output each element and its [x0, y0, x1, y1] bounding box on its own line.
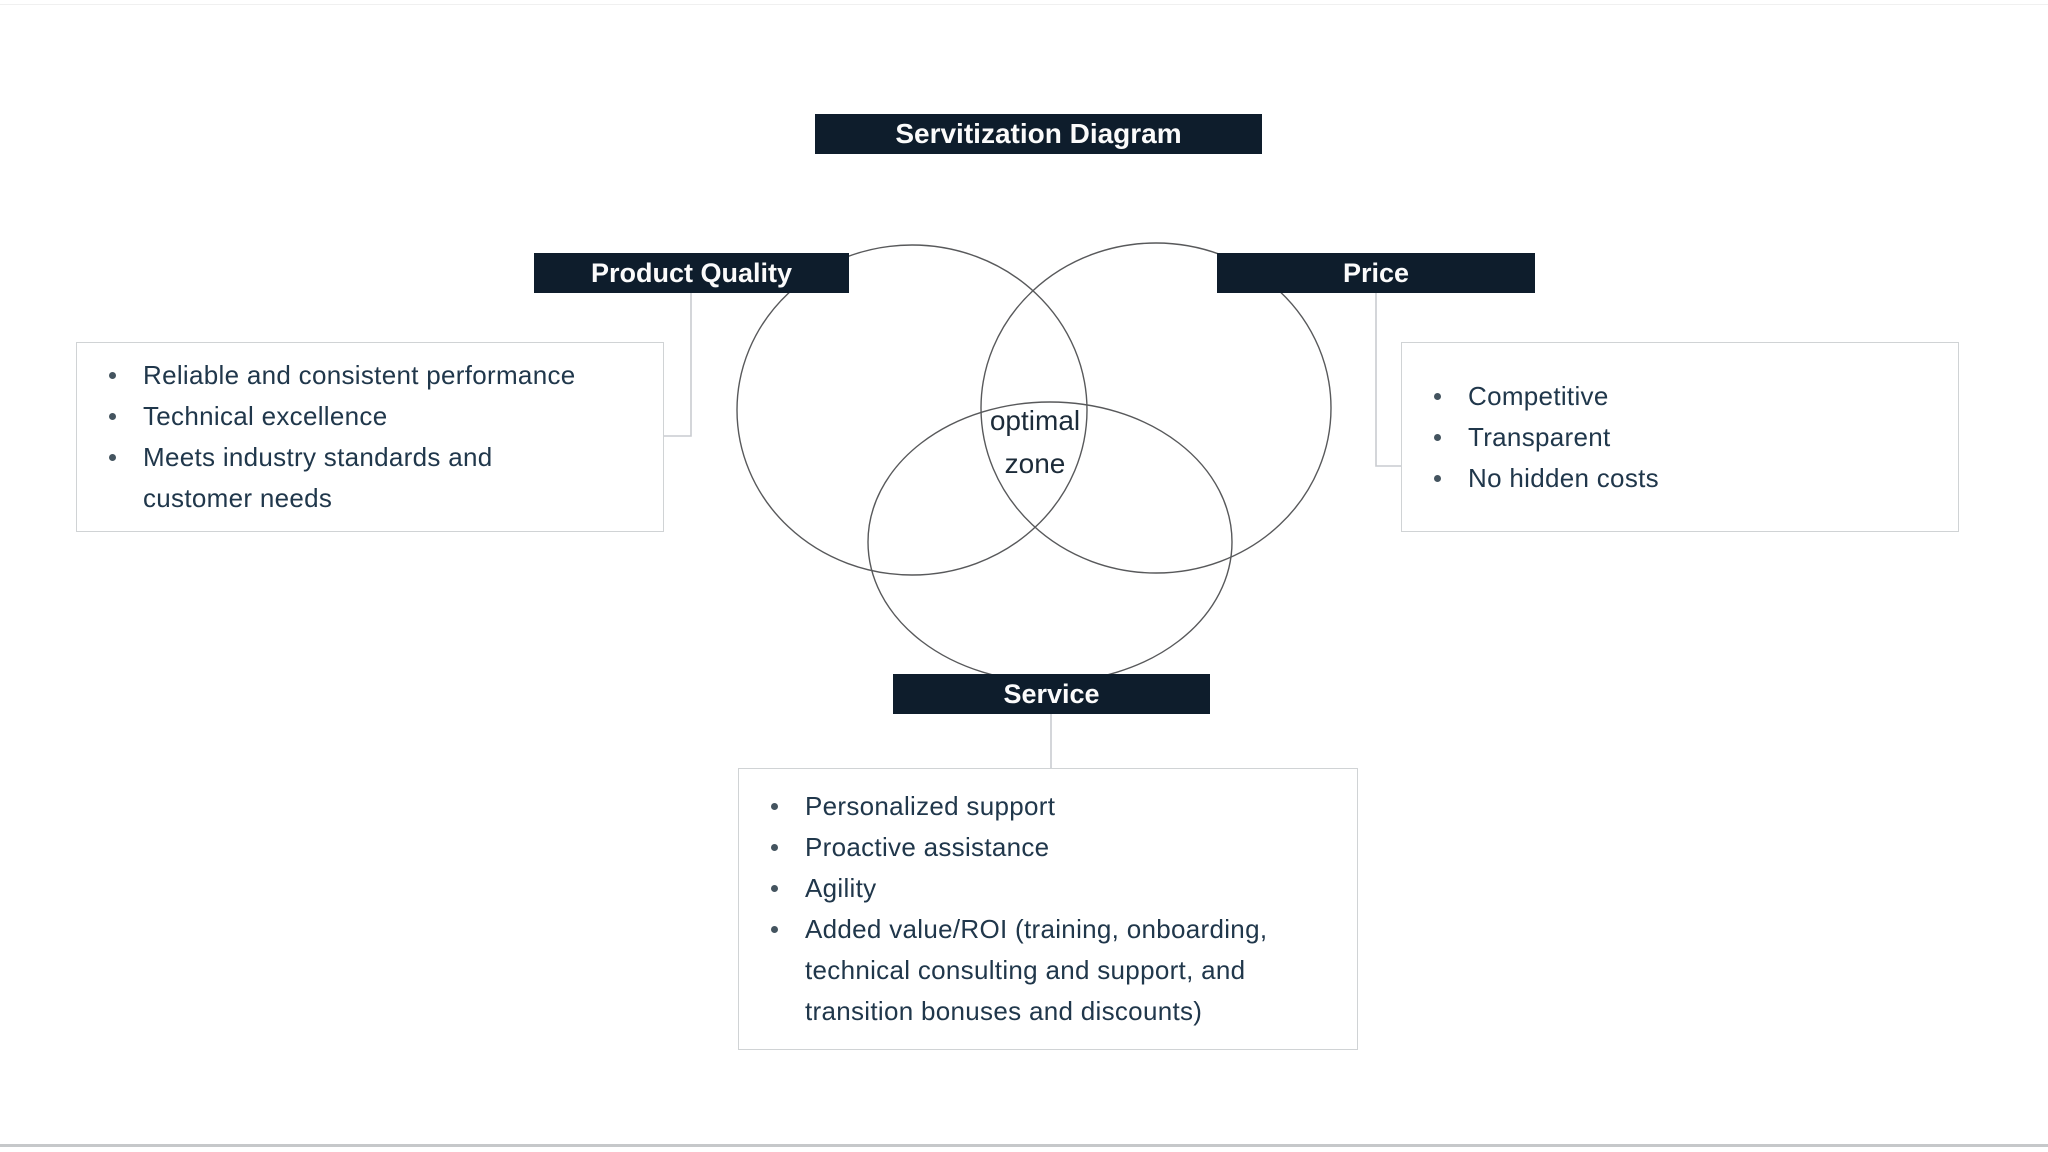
bullet-text: Reliable and consistent performance	[143, 360, 576, 390]
bullet-text: Transparent	[1468, 421, 1611, 452]
bullet-dot	[771, 885, 778, 892]
bullet-item: Technical excellence	[105, 396, 647, 437]
top-hairline	[0, 4, 2048, 5]
bullet-item: Added value/ROI (training, onboarding, t…	[767, 909, 1341, 1032]
label-service: Service	[893, 674, 1210, 714]
optimal-zone-label: optimal zone	[989, 405, 1081, 479]
label-product-quality: Product Quality	[534, 253, 849, 293]
bullet-dot	[109, 454, 116, 461]
bottom-divider	[0, 1144, 2048, 1147]
bullet-item: Transparent	[1430, 417, 1942, 458]
product-quality-details-box: Reliable and consistent performance Tech…	[76, 342, 664, 532]
bullet-dot	[1434, 392, 1441, 400]
bullet-dot	[1434, 474, 1441, 482]
bullet-text: Proactive assistance	[805, 832, 1050, 862]
price-details-box: Competitive Transparent No hidden costs	[1401, 342, 1959, 532]
product-quality-connector	[664, 293, 692, 437]
bullet-text: Personalized support	[805, 791, 1056, 821]
bullet-item: Meets industry standards and customer ne…	[105, 437, 647, 519]
bullet-item: Proactive assistance	[767, 827, 1341, 868]
bullet-item: Reliable and consistent performance	[105, 355, 647, 396]
bullet-text: Technical excellence	[143, 401, 388, 431]
price-circle	[980, 242, 1332, 574]
bullet-dot	[771, 926, 778, 933]
price-connector	[1375, 293, 1402, 467]
bullet-item: Personalized support	[767, 786, 1341, 827]
bullet-text: Meets industry standards and customer ne…	[143, 442, 493, 513]
bullet-text: No hidden costs	[1468, 462, 1659, 493]
bullet-dot	[1434, 433, 1441, 441]
bullet-item: Agility	[767, 868, 1341, 909]
bullet-dot	[771, 844, 778, 851]
label-price: Price	[1217, 253, 1535, 293]
bullet-text: Agility	[805, 873, 877, 903]
bullet-text: Added value/ROI (training, onboarding, t…	[805, 914, 1268, 1026]
bullet-item: Competitive	[1430, 376, 1942, 417]
bullet-item: No hidden costs	[1430, 458, 1942, 499]
bullet-dot	[109, 413, 116, 420]
bullet-text: Competitive	[1468, 380, 1609, 411]
bullet-dot	[109, 372, 116, 379]
bullet-dot	[771, 803, 778, 810]
diagram-title: Servitization Diagram	[815, 114, 1262, 154]
product-quality-circle	[736, 244, 1088, 576]
service-details-box: Personalized support Proactive assistanc…	[738, 768, 1358, 1050]
